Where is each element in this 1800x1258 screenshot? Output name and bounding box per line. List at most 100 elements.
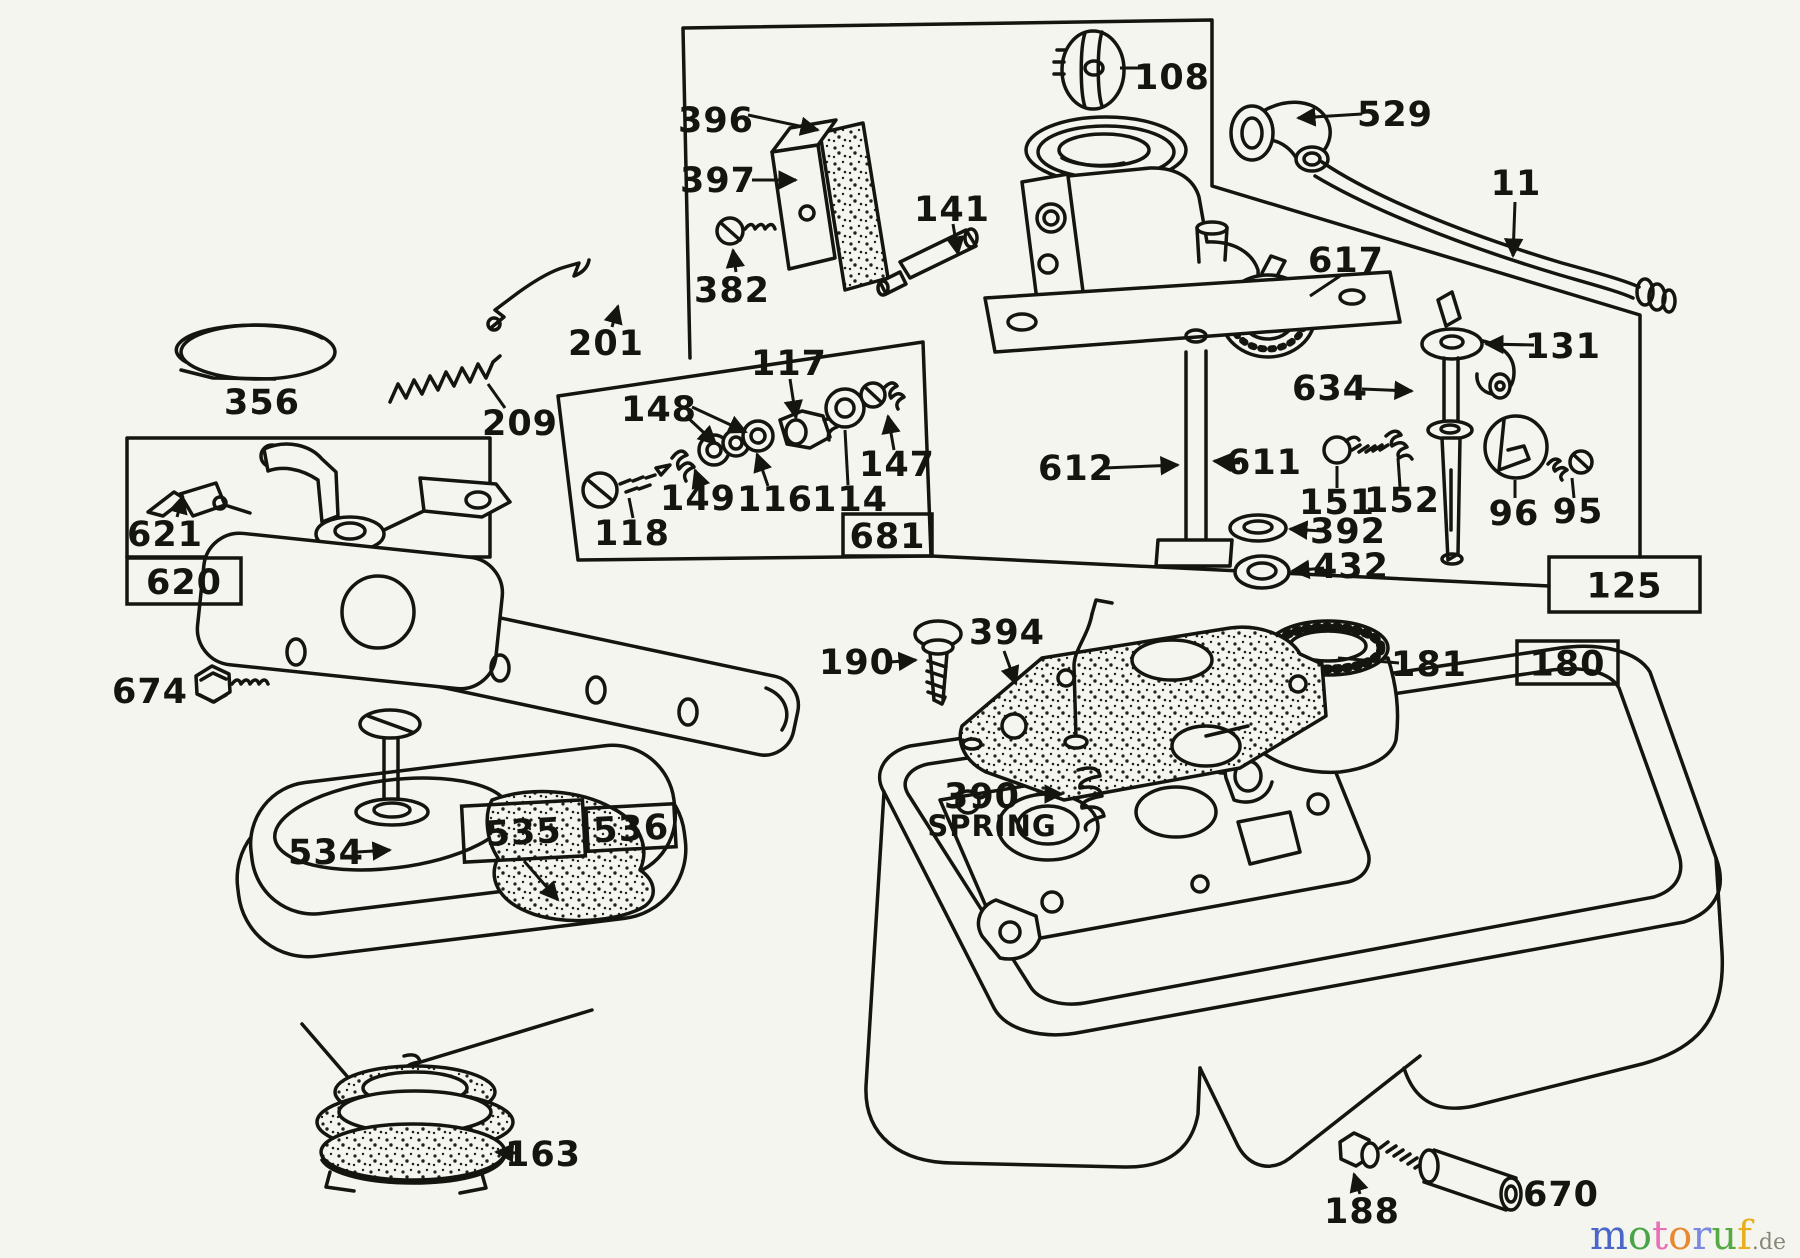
leader-lines: [168, 66, 1576, 1195]
part-label-356: 356: [224, 383, 300, 423]
leader-line: [753, 452, 772, 487]
part-label-116: 116: [737, 480, 813, 520]
leader-line: [725, 248, 746, 273]
region-box-label-536: 536: [592, 808, 670, 852]
leader-line: [1288, 520, 1323, 540]
region-box-rect-536: [584, 801, 678, 854]
carburetor-body-drawing: [983, 115, 1402, 568]
part-label-674: 674: [112, 672, 188, 712]
region-box-535: 535: [459, 798, 588, 864]
watermark-letter: m: [1589, 1213, 1628, 1258]
part-label-397: 397: [680, 161, 756, 201]
part-label-534: 534: [288, 833, 364, 873]
part-label-529: 529: [1357, 95, 1433, 135]
part-label-617: 617: [1308, 241, 1384, 281]
throttle-lever-box: [125, 436, 492, 559]
part-label-209: 209: [482, 404, 558, 444]
leader-line: [1000, 650, 1020, 686]
part-label-634: 634: [1292, 369, 1368, 409]
part-label-147: 147: [859, 445, 935, 485]
watermark-letter: t: [1652, 1213, 1669, 1258]
leader-line: [1212, 452, 1241, 473]
part-label-148: 148: [621, 390, 697, 430]
region-box-rect-180: [1515, 639, 1620, 686]
seal-392-drawing: [1228, 513, 1288, 543]
region-box-rect-620: [125, 556, 243, 606]
spring-209-drawing: [388, 354, 502, 404]
choke-block-drawing: [770, 118, 890, 292]
leader-line: [168, 494, 188, 518]
leader-line: [494, 1143, 517, 1163]
leader-line: [881, 414, 901, 451]
spring-390-drawing: [1076, 766, 1106, 832]
leader-line: [1396, 457, 1402, 488]
pin-670-drawing: [1418, 1148, 1523, 1212]
screw-95-drawing: [1546, 449, 1594, 482]
watermark-letter: f: [1737, 1213, 1752, 1258]
leader-line: [1296, 107, 1363, 127]
leader-line: [843, 429, 850, 486]
choke-wire-drawing: [1063, 598, 1114, 750]
motoruf-watermark: motoruf.de: [1590, 1216, 1786, 1256]
choke-plate-96-drawing: [1483, 414, 1549, 480]
part-label-390-spring-word: SPRING: [927, 809, 1056, 843]
leader-line: [945, 223, 965, 256]
leader-line: [684, 414, 718, 446]
choke-gasket-396-drawing: [818, 121, 890, 292]
retainer-ring-drawing: [174, 323, 337, 381]
part-label-392: 392: [1310, 512, 1386, 552]
watermark-letter: o: [1668, 1213, 1693, 1258]
part-label-611: 611: [1226, 443, 1302, 483]
leader-line: [486, 383, 507, 409]
leader-line: [1503, 201, 1524, 258]
part-label-152: 152: [1364, 481, 1440, 521]
leader-line: [1361, 380, 1414, 401]
part-label-181: 181: [1391, 645, 1467, 685]
watermark-letter: o: [1627, 1213, 1653, 1258]
part-label-621: 621: [127, 515, 203, 555]
watermark-letter: u: [1711, 1213, 1738, 1258]
part-label-188: 188: [1324, 1192, 1400, 1232]
throttle-lever-assembly-drawing: [259, 442, 512, 553]
part-label-396: 396: [678, 101, 754, 141]
leader-line: [691, 405, 748, 434]
leader-line: [356, 841, 392, 861]
leader-line: [691, 468, 711, 490]
spring-152-drawing: [1384, 429, 1414, 461]
seal-432-drawing: [1233, 554, 1291, 590]
leader-line: [1309, 274, 1341, 298]
region-box-rect-125: [1547, 555, 1702, 614]
choke-screw-382-drawing: [715, 216, 777, 246]
elbow-fitting-drawing: [1229, 100, 1332, 173]
part-label-390: 390: [944, 777, 1020, 817]
leader-line: [783, 378, 803, 420]
part-label-141: 141: [914, 190, 990, 230]
leader-line: [1290, 559, 1325, 580]
filter-cup-163-drawing: [300, 1008, 594, 1195]
pin-141-drawing: [876, 227, 979, 297]
bolt-188-drawing: [1338, 1131, 1426, 1170]
control-bracket-drawing: [195, 531, 801, 757]
leader-line: [1484, 334, 1535, 355]
region-box-label-180: 180: [1529, 645, 1605, 685]
region-box-681: 681: [841, 512, 934, 558]
region-box-620: 620: [125, 556, 243, 606]
part-label-201: 201: [568, 324, 644, 364]
region-box-536: 536: [584, 801, 678, 854]
leader-line: [1349, 1172, 1369, 1195]
region-box-label-681: 681: [849, 517, 925, 557]
part-label-108: 108: [1134, 58, 1210, 98]
clip-621-drawing: [146, 481, 252, 518]
part-label-96: 96: [1489, 494, 1540, 534]
part-label-394: 394: [969, 613, 1045, 653]
leader-line: [627, 497, 635, 519]
leader-line: [1103, 455, 1180, 476]
part-label-117: 117: [751, 344, 827, 384]
part-label-11: 11: [1491, 164, 1542, 204]
region-box-label-535: 535: [485, 811, 563, 855]
choke-butterfly-drawing: [1052, 29, 1126, 111]
part-label-190: 190: [819, 643, 895, 683]
